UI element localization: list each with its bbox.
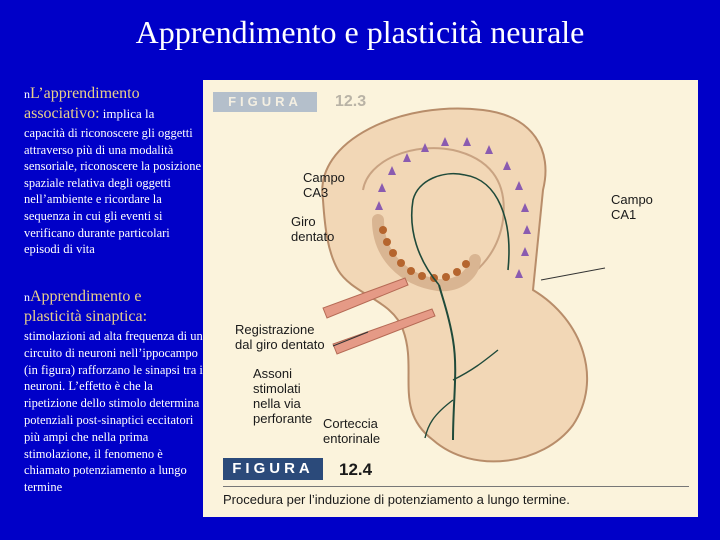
dentate-gyrus-arc: [372, 214, 481, 292]
ca-cell: [378, 183, 386, 192]
heading-part-a: L’apprendimento: [30, 85, 140, 102]
heading-part-b: associativo:: [24, 105, 100, 122]
schaffer-axon: [464, 174, 510, 271]
figure-caption: Procedura per l’induzione di potenziamen…: [223, 492, 570, 507]
granule-cell: [442, 273, 450, 281]
bullet-text-associative: capacità di riconoscere gli oggetti attr…: [24, 126, 202, 257]
ca-cell: [521, 247, 529, 256]
ca-cell: [503, 161, 511, 170]
ca-cell: [388, 166, 396, 175]
axon-branch: [452, 349, 499, 381]
label-campo-ca3: Campo CA3: [303, 170, 345, 200]
granule-cell: [407, 267, 415, 275]
ca-cell: [521, 203, 529, 212]
recording-leader: [332, 331, 369, 347]
heading-part-a: Apprendimento e: [30, 288, 142, 305]
label-recording-dentate: Registrazione dal giro dentato: [235, 322, 325, 352]
bullet-heading-plasticity: nApprendimento e plasticità sinaptica:: [24, 287, 206, 326]
granule-cells: [379, 226, 470, 282]
ca-cell: [463, 137, 471, 146]
label-giro-dentato: Giro dentato: [291, 214, 335, 244]
hippocampus-inner-fold: [362, 147, 505, 286]
ca-cell: [441, 137, 449, 146]
caption-rule: [223, 486, 689, 487]
granule-cell: [462, 260, 470, 268]
label-entorhinal-cortex: Corteccia entorinale: [323, 416, 381, 446]
ca-cell: [515, 181, 523, 190]
slide-title: Apprendimento e plasticità neurale: [135, 14, 585, 50]
bullet-marker: n: [24, 290, 30, 304]
ca1-leader: [540, 267, 606, 281]
figure-tag: FIGURA: [223, 458, 323, 480]
label-campo-ca1: Campo CA1: [611, 192, 653, 222]
label-stimulated-axons: Assoni stimolati nella via perforante: [253, 366, 313, 426]
ca-cell: [485, 145, 493, 154]
heading-part-b: plasticità sinaptica:: [24, 308, 148, 325]
bullet-marker: n: [24, 87, 30, 101]
ca-cell: [523, 225, 531, 234]
figure-number: 12.4: [339, 460, 373, 479]
ca-pyramidal-cells: [375, 137, 531, 278]
bullet-heading-associative: nL’apprendimento associativo: implica la: [24, 84, 206, 123]
ca-cell: [421, 143, 429, 152]
bullet-text-plasticity: stimolazioni ad alta frequenza di un cir…: [24, 329, 203, 495]
perforant-path-axon: [438, 284, 457, 441]
ghost-figure-number: 12.3: [335, 93, 367, 110]
ca-cell: [375, 201, 383, 210]
mossy-fiber-axon: [410, 173, 466, 286]
heading-tail: implica la: [99, 106, 155, 121]
granule-cell: [383, 238, 391, 246]
ghost-figure-tag: FIGURA: [213, 92, 317, 112]
stimulating-electrode: [322, 277, 409, 319]
granule-cell: [389, 249, 397, 257]
granule-cell: [379, 226, 387, 234]
recording-electrode: [332, 308, 436, 355]
granule-cell: [453, 268, 461, 276]
hippocampus-figure: FIGURA 12.3: [203, 80, 698, 517]
axon-branch: [424, 399, 454, 439]
ca-cell: [403, 153, 411, 162]
hippocampus-diagram: [321, 107, 606, 463]
granule-cell: [418, 272, 426, 280]
bullet-associative-learning: nL’apprendimento associativo: implica la…: [24, 84, 206, 258]
ca-cell: [515, 269, 523, 278]
granule-cell: [397, 259, 405, 267]
bullet-synaptic-plasticity: nApprendimento e plasticità sinaptica: s…: [24, 287, 206, 496]
